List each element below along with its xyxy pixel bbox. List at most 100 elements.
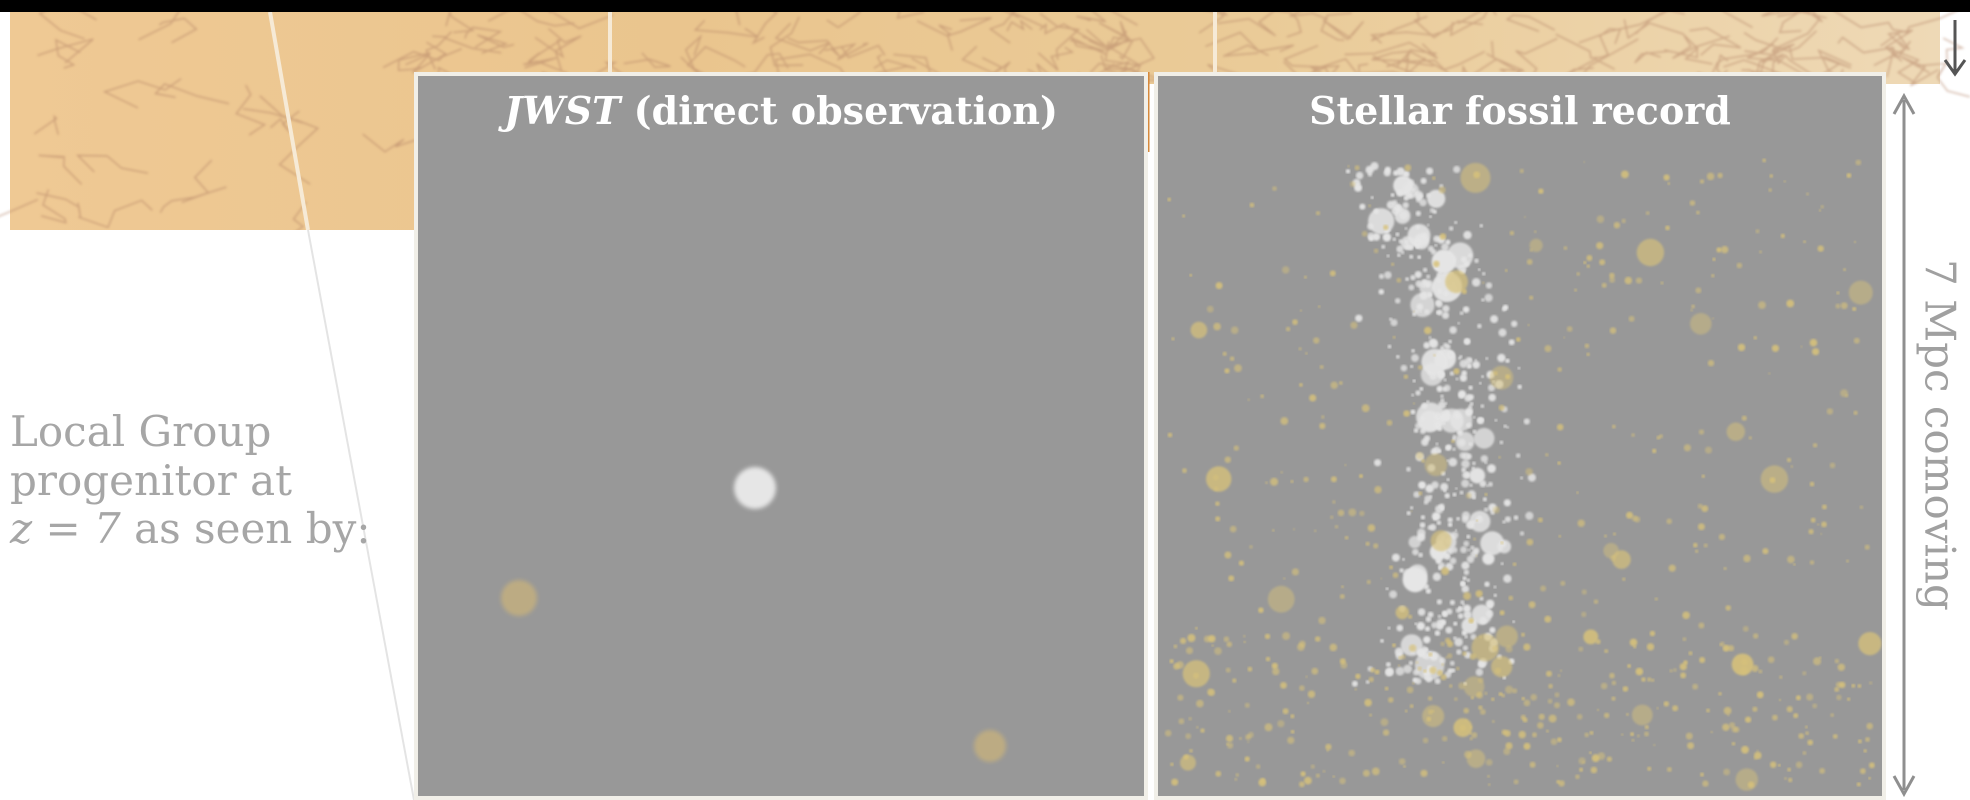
fossil-galaxy-white — [1426, 167, 1434, 175]
fossil-galaxy-gold — [1698, 429, 1705, 435]
fossil-galaxy-gold — [1367, 524, 1376, 532]
web-filament — [33, 114, 59, 135]
fossil-galaxy-gold — [1228, 575, 1235, 582]
fossil-galaxy-white — [1475, 668, 1484, 676]
fossil-galaxy-white — [1463, 610, 1472, 620]
fossil-galaxy-gold — [1180, 754, 1196, 771]
fossil-galaxy-gold — [1364, 698, 1372, 707]
web-filament — [1205, 31, 1294, 53]
fossil-galaxy-gold — [1753, 633, 1759, 639]
fossil-galaxy-gold — [1468, 618, 1474, 624]
fossil-galaxy-white — [1355, 314, 1363, 322]
fossil-galaxy-gold — [1264, 633, 1271, 640]
fossil-galaxy-white — [1479, 596, 1484, 601]
web-filament — [1788, 44, 1852, 69]
fossil-galaxy-gold — [1167, 197, 1171, 202]
fossil-galaxy-gold — [1718, 533, 1725, 541]
fossil-galaxy-gold — [1611, 424, 1616, 429]
fossil-galaxy-gold — [1803, 240, 1806, 244]
fossil-galaxy-gold — [1529, 295, 1534, 300]
fossil-galaxy-white — [1448, 339, 1452, 344]
fossil-galaxy-gold — [1196, 726, 1199, 729]
fossil-galaxy-gold — [1563, 246, 1568, 250]
fossil-galaxy-gold — [1622, 577, 1626, 581]
fossil-galaxy-gold — [1206, 466, 1232, 492]
fossil-galaxy-gold — [1767, 656, 1775, 663]
fossil-galaxy-white — [1442, 421, 1446, 425]
fossil-galaxy-white — [1454, 637, 1463, 647]
fossil-galaxy-gold — [1660, 281, 1664, 285]
fossil-galaxy-white — [1392, 237, 1397, 242]
fossil-galaxy-gold — [1225, 734, 1234, 743]
fossil-galaxy-gold — [1479, 635, 1482, 639]
fossil-galaxy-gold — [1374, 486, 1382, 494]
fossil-galaxy-white — [1503, 574, 1512, 583]
fossil-galaxy-gold — [1683, 444, 1691, 452]
fossil-galaxy-gold — [1817, 245, 1824, 252]
fossil-galaxy-gold — [1193, 672, 1199, 679]
fossil-galaxy-gold — [1538, 713, 1545, 720]
fossil-galaxy-gold — [1433, 260, 1440, 268]
fossil-galaxy-white — [1345, 169, 1351, 174]
fossil-galaxy-white — [1420, 177, 1427, 184]
jwst-title-italic: JWST — [504, 88, 621, 133]
fossil-galaxy-gold — [1584, 343, 1590, 349]
fossil-galaxy-gold — [1438, 186, 1446, 194]
fossil-galaxy-white — [1432, 572, 1442, 581]
fossil-galaxy-white — [1525, 511, 1534, 520]
fossil-galaxy-gold — [1741, 415, 1747, 421]
fossil-galaxy-white — [1470, 633, 1477, 640]
fossil-galaxy-gold — [1368, 204, 1372, 208]
fossil-galaxy-gold — [1305, 675, 1308, 678]
web-filament — [1744, 17, 1821, 56]
fossil-galaxy-gold — [1647, 677, 1652, 682]
fossil-galaxy-white — [1445, 239, 1451, 245]
fossil-galaxy-gold — [1576, 272, 1580, 276]
fossil-galaxy-gold — [1415, 661, 1419, 664]
fossil-galaxy-white — [1466, 578, 1470, 582]
fossil-galaxy-gold — [1365, 541, 1370, 546]
fossil-galaxy-white — [1458, 390, 1466, 398]
fossil-galaxy-white — [1382, 233, 1392, 242]
fossil-galaxy-gold — [1532, 732, 1537, 738]
fossil-galaxy-gold — [1403, 765, 1406, 768]
fossil-galaxy-gold — [1596, 242, 1604, 250]
fossil-galaxy-white — [1429, 339, 1439, 349]
fossil-galaxy-gold — [1630, 732, 1634, 737]
fossil-galaxy-gold — [1596, 215, 1605, 223]
fossil-galaxy-white — [1459, 355, 1463, 359]
fossil-galaxy-white — [1374, 459, 1382, 467]
fossil-galaxy-gold — [1812, 348, 1820, 356]
fossil-galaxy-gold — [1223, 636, 1230, 642]
fossil-galaxy-gold — [1635, 277, 1643, 284]
fossil-galaxy-gold — [1601, 282, 1607, 288]
fossil-galaxy-gold — [1626, 713, 1629, 716]
fossil-galaxy-gold — [1522, 717, 1528, 723]
fossil-galaxy-gold — [1173, 644, 1178, 649]
fossil-galaxy-gold — [1762, 158, 1767, 163]
fossil-galaxy-gold — [1802, 751, 1807, 755]
fossil-galaxy-gold — [1846, 559, 1849, 563]
fossil-galaxy-gold — [1810, 517, 1816, 523]
web-filament — [1222, 44, 1269, 58]
jwst-galaxy-gold-left — [501, 580, 537, 616]
fossil-galaxy-gold — [1200, 728, 1205, 733]
fossil-galaxy-gold — [1362, 769, 1370, 777]
web-filament — [38, 154, 83, 185]
fossil-galaxy-gold — [1816, 523, 1820, 526]
web-filament — [154, 83, 230, 105]
fossil-galaxy-gold — [1446, 640, 1454, 648]
fossil-galaxy-white — [1385, 662, 1391, 667]
fossil-galaxy-gold — [1287, 736, 1295, 744]
fossil-galaxy-gold — [1229, 356, 1235, 362]
scale-label: 7 Mpc comoving — [1915, 259, 1965, 611]
fossil-galaxy-white — [1461, 459, 1470, 469]
fossil-galaxy-white — [1428, 245, 1434, 252]
fossil-galaxy-gold — [1808, 529, 1814, 535]
fossil-galaxy-gold — [1244, 756, 1250, 762]
fossil-galaxy-gold — [1768, 188, 1772, 192]
fossil-galaxy-white — [1520, 476, 1524, 480]
fossil-galaxy-white — [1413, 428, 1419, 433]
web-filament — [1936, 62, 1970, 98]
fossil-galaxy-gold — [1699, 179, 1705, 184]
